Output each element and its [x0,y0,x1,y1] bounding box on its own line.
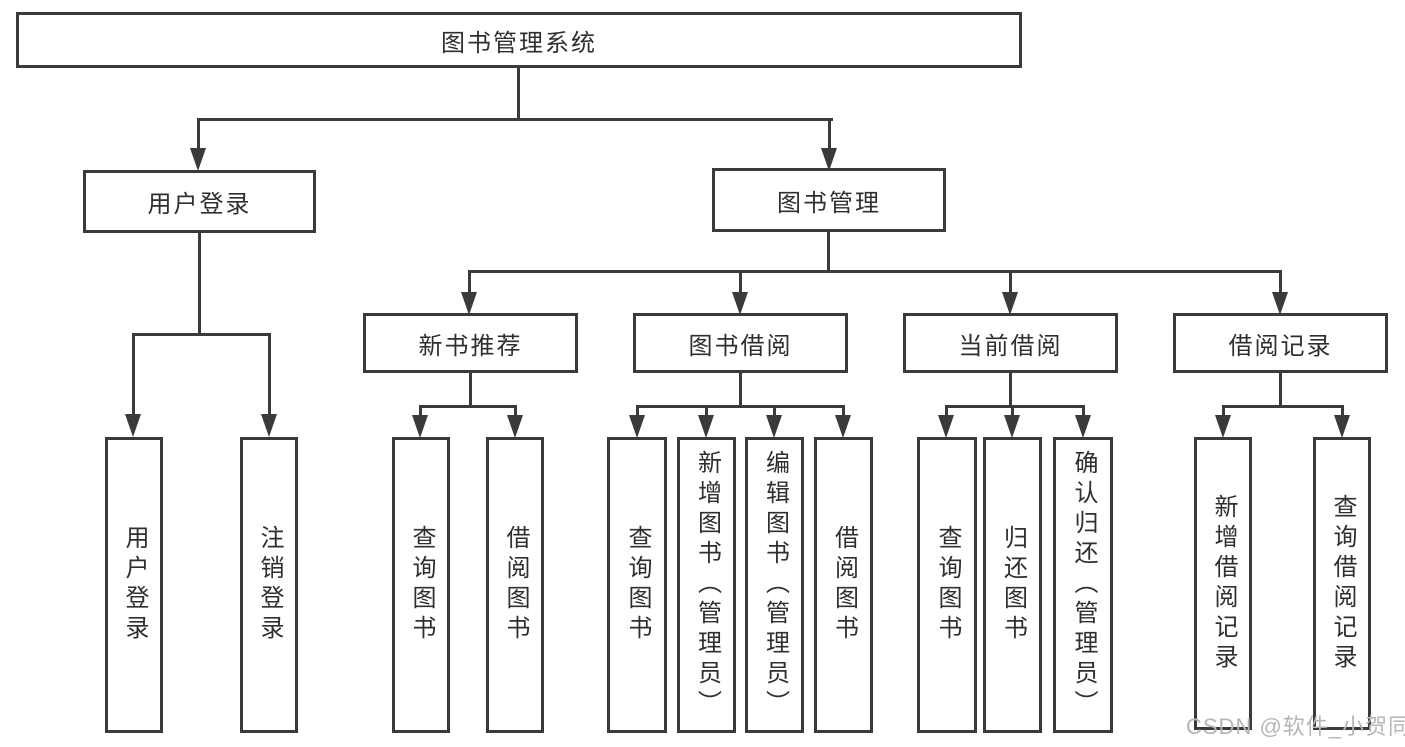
arrow-down-icon [190,148,206,171]
node-book-borrowing: 图书借阅 [633,313,848,373]
leaf-label: 新增图书（管理员） [693,450,721,720]
connector-line [517,67,520,121]
node-library-management-system: 图书管理系统 [16,12,1022,68]
connector-line [419,405,517,408]
arrow-down-icon [1075,415,1091,438]
leaf-label: 注销登录 [256,525,283,645]
connector-line [132,336,135,414]
leaf-add-book-admin: 新增图书（管理员） [677,437,736,733]
leaf-label: 查询借阅记录 [1329,493,1356,674]
arrow-down-icon [1004,415,1020,438]
connector-line [828,121,831,148]
arrow-down-icon [125,414,141,437]
connector-line [1279,371,1282,408]
leaf-borrow-books: 借阅图书 [814,437,873,733]
node-label: 用户登录 [147,191,252,218]
arrow-down-icon [1002,292,1018,315]
node-current-borrowing: 当前借阅 [903,313,1118,373]
node-user-login: 用户登录 [83,170,316,233]
arrow-down-icon [938,415,954,438]
node-label: 图书借阅 [688,332,793,360]
leaf-query-borrow-record: 查询借阅记录 [1313,437,1371,730]
connector-line [773,408,776,416]
leaf-add-borrow-record: 新增借阅记录 [1194,437,1252,730]
leaf-label: 确认归还（管理员） [1070,450,1097,720]
arrow-down-icon [1215,415,1231,438]
leaf-query-books: 查询图书 [392,437,450,733]
node-new-book-recommendation: 新书推荐 [363,313,578,373]
arrow-down-icon [766,415,782,438]
connector-line [469,371,472,408]
connector-line [419,408,422,416]
connector-line [268,336,271,414]
leaf-label: 用户登录 [121,525,148,645]
arrow-down-icon [507,415,523,438]
node-label: 新书推荐 [418,332,523,360]
connector-line [739,273,742,293]
connector-line [197,121,200,148]
arrow-down-icon [461,292,477,315]
connector-line [1011,408,1014,416]
leaf-label: 查询图书 [624,525,651,645]
connector-line [827,230,830,273]
node-borrowing-records: 借阅记录 [1173,313,1388,373]
connector-line [739,371,742,408]
node-label: 图书管理系统 [441,29,597,57]
node-label: 借阅记录 [1228,332,1333,360]
connector-line [198,231,201,336]
leaf-label: 借阅图书 [502,525,529,645]
connector-line [468,273,471,293]
leaf-return-books: 归还图书 [983,437,1042,733]
leaf-label: 查询图书 [934,525,961,645]
arrow-down-icon [835,415,851,438]
connector-line [132,333,271,336]
node-label: 图书管理 [777,189,881,217]
leaf-label: 新增借阅记录 [1210,493,1237,674]
leaf-edit-book-admin: 编辑图书（管理员） [745,437,804,733]
connector-line [468,270,1282,273]
leaf-label: 查询图书 [408,525,435,645]
leaf-label: 归还图书 [999,525,1027,645]
connector-line [1222,405,1344,408]
connector-line [1341,408,1344,416]
leaf-borrow-books: 借阅图书 [486,437,544,733]
connector-line [1009,371,1012,408]
arrow-down-icon [1272,292,1288,315]
connector-line [636,408,639,416]
connector-line [1082,408,1085,416]
connector-line [1279,273,1282,293]
connector-line [197,118,833,121]
leaf-query-books: 查询图书 [917,437,977,733]
arrow-down-icon [732,292,748,315]
arrow-down-icon [1334,415,1350,438]
connector-line [1222,408,1225,416]
arrow-down-icon [821,148,837,171]
arrow-down-icon [261,414,277,437]
leaf-label: 编辑图书（管理员） [761,450,789,720]
connector-line [705,408,708,416]
leaf-user-login: 用户登录 [105,437,163,733]
leaf-logout: 注销登录 [240,437,298,733]
leaf-confirm-return-admin: 确认归还（管理员） [1053,437,1113,733]
leaf-query-books: 查询图书 [607,437,667,733]
csdn-watermark: CSDN @软件_小贺同学 [1186,714,1405,739]
node-book-management: 图书管理 [712,168,946,232]
arrow-down-icon [412,415,428,438]
connector-line [514,408,517,416]
arrow-down-icon [629,415,645,438]
leaf-label: 借阅图书 [830,525,858,645]
arrow-down-icon [698,415,714,438]
connector-line [842,408,845,416]
connector-line [945,405,1085,408]
connector-line [945,408,948,416]
node-label: 当前借阅 [958,332,1063,360]
connector-line [1009,273,1012,293]
connector-line [636,405,845,408]
